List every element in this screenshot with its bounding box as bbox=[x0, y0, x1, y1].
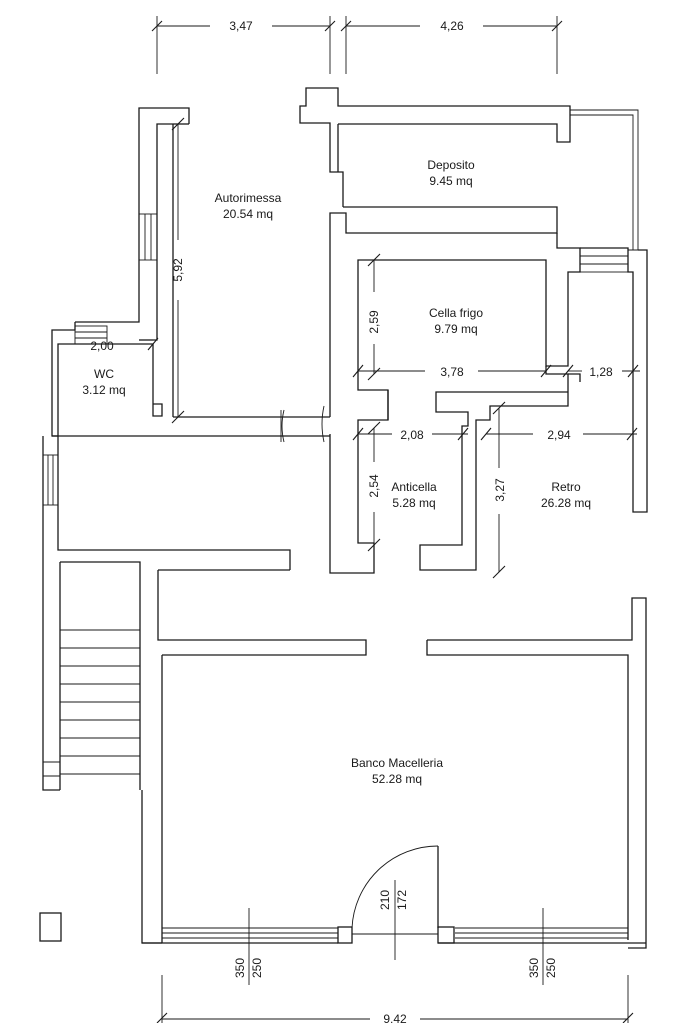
dim-label-anticella-height: 2,54 bbox=[367, 474, 381, 498]
dim-label-door-height: 210 bbox=[378, 890, 392, 910]
entrance-door bbox=[351, 845, 439, 929]
room-name-cella-frigo: Cella frigo bbox=[429, 306, 483, 320]
room-area-wc: 3.12 mq bbox=[82, 383, 125, 397]
dimension-right-small bbox=[562, 364, 640, 378]
dim-label-door-width: 172 bbox=[395, 890, 409, 910]
staircase bbox=[43, 629, 140, 777]
window-wc bbox=[74, 325, 108, 345]
dimension-wc-width bbox=[58, 337, 159, 351]
dim-label-retro-height: 3,27 bbox=[493, 478, 507, 502]
column-symbol bbox=[39, 912, 62, 942]
room-name-retro: Retro bbox=[551, 480, 581, 494]
room-area-anticella: 5.28 mq bbox=[392, 496, 435, 510]
dim-label-cella-width: 3,78 bbox=[440, 365, 464, 379]
dimension-top-left bbox=[151, 16, 336, 74]
dim-label-window-right-h: 250 bbox=[544, 958, 558, 978]
window-deposito-right bbox=[579, 247, 629, 273]
walls bbox=[42, 87, 648, 949]
room-area-banco-macelleria: 52.28 mq bbox=[372, 772, 422, 786]
window-autorimessa bbox=[138, 213, 158, 261]
room-area-autorimessa: 20.54 mq bbox=[223, 207, 273, 221]
dim-label-cella-height: 2,59 bbox=[367, 310, 381, 334]
dim-label-wc-width: 2,00 bbox=[90, 339, 114, 353]
dim-label-right-small: 1,28 bbox=[589, 365, 613, 379]
dimension-anticella-height bbox=[367, 421, 381, 552]
dimension-cella-width bbox=[352, 364, 552, 378]
dim-label-bottom-total: 9,42 bbox=[383, 1012, 407, 1023]
dim-label-retro-width: 2,94 bbox=[547, 428, 571, 442]
dim-label-window-right-w: 350 bbox=[527, 958, 541, 978]
dimension-anticella-width bbox=[352, 427, 469, 441]
room-name-anticella: Anticella bbox=[391, 480, 437, 494]
room-name-autorimessa: Autorimessa bbox=[215, 191, 282, 205]
dim-label-window-left-h: 250 bbox=[250, 958, 264, 978]
room-area-cella-frigo: 9.79 mq bbox=[434, 322, 477, 336]
dim-label-anticella-width: 2,08 bbox=[400, 428, 424, 442]
dim-label-autorimessa-height: 5,92 bbox=[171, 258, 185, 282]
dimension-autorimessa-height bbox=[171, 117, 185, 424]
room-name-wc: WC bbox=[94, 367, 114, 381]
window-left-corridor bbox=[42, 454, 59, 506]
room-area-deposito: 9.45 mq bbox=[429, 174, 472, 188]
dimension-top-right bbox=[340, 16, 563, 74]
room-area-retro: 26.28 mq bbox=[541, 496, 591, 510]
dim-label-window-left-w: 350 bbox=[233, 958, 247, 978]
dim-label-top-left: 3,47 bbox=[229, 19, 253, 33]
room-name-banco-macelleria: Banco Macelleria bbox=[351, 756, 443, 770]
dim-label-top-right: 4,26 bbox=[440, 19, 464, 33]
dimension-retro-width bbox=[480, 427, 638, 441]
dimension-retro-height bbox=[492, 401, 506, 579]
dimension-bottom-total bbox=[156, 975, 634, 1023]
garage-opening bbox=[280, 405, 325, 443]
dimension-cella-height bbox=[367, 253, 381, 381]
room-name-deposito: Deposito bbox=[427, 158, 475, 172]
